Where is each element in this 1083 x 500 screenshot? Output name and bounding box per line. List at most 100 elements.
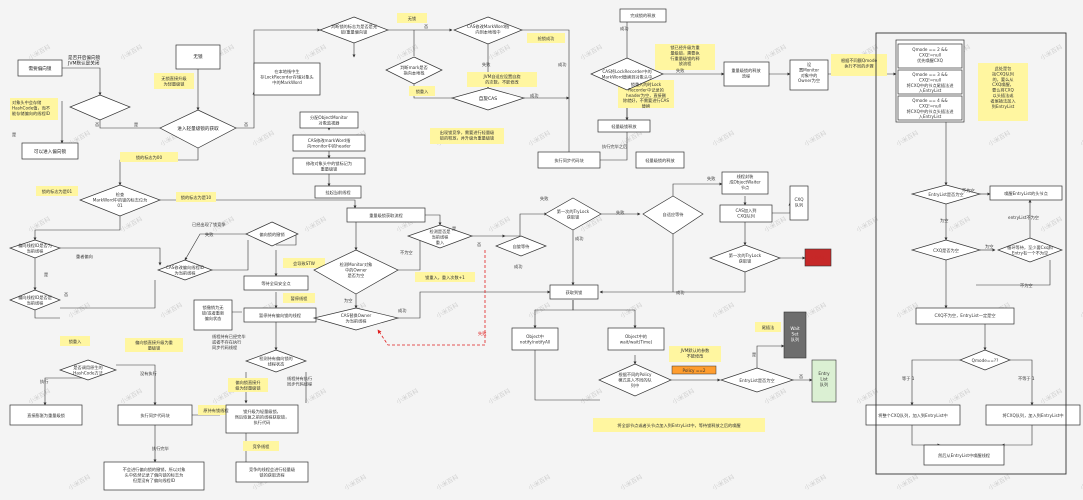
node-check-reentry-line: 检测是否是: [430, 228, 452, 235]
node-check-reentry: 检测是否是当前线程重入: [430, 228, 452, 245]
edge-yes-2: 是: [452, 226, 457, 232]
edge-exec-after: 执行完毕之后: [602, 143, 627, 150]
node-loop-wait-line: Entry有一个不为空: [1012, 249, 1048, 256]
node-policy-value: Policy ==2: [682, 368, 705, 373]
node-qmode4-line: 入EntryList: [919, 114, 942, 119]
node-try-lock-first-line: 第一次的TryLock: [557, 208, 590, 215]
node-release-light: 轻量级锁的释放: [645, 157, 675, 164]
edge-exec-done: 执行完毕: [152, 445, 169, 452]
node-other-case-line: CXQ唤醒，: [992, 81, 1014, 88]
note-hash-line: 能存储偏向的线程ID: [12, 110, 50, 117]
note-stop-world: 会导致STW: [293, 260, 315, 267]
note-record-in-header-line: Recorder中记录的: [628, 86, 664, 93]
watermark-text: 小米百科: [119, 43, 144, 62]
node-wrap-waiter-line: 成ObjectWaiter: [729, 178, 761, 185]
watermark-text: 小米百科: [27, 215, 52, 234]
edge-no-5: 否: [799, 374, 803, 380]
node-cas-markword-line: 向到本地栈中: [475, 28, 500, 35]
node-other-case-line: 到EntryList: [992, 103, 1015, 109]
node-biased-thread-active-line: 偏向线程ID是否是: [18, 294, 53, 301]
node-cas-to-cxq-line: CXQ队列: [737, 212, 754, 219]
node-revoke-note: 不会进行偏向锁的撤销，所以对象头中依然记录了偏向锁的标志为但是没有了偏向线程ID: [123, 466, 186, 484]
edge-success-3: 成功: [620, 25, 628, 32]
node-try-lock-second-line: 获取锁: [739, 257, 752, 264]
node-wait-set-line: 队列: [791, 336, 799, 343]
watermark-text: 小米百科: [527, 473, 552, 492]
process-boxes: [9, 8, 1081, 491]
note-compete-line: 出现锁竞争，需要进行轻量级: [440, 129, 495, 136]
node-store-in-stack-line: 存LockRecorder存储对象头: [260, 73, 313, 80]
edge-yes-1: 是: [134, 122, 139, 128]
watermark-text: 小米百科: [487, 43, 512, 62]
note-biased-reenter-line: 级为轻量级锁: [235, 384, 261, 391]
node-pause-thread: 暂停持有偏向锁的线程: [259, 312, 302, 319]
note-no-lock-upgrade-line: 无锁直接升级: [161, 75, 187, 82]
node-qmode3-line: 入EntryList: [919, 88, 942, 93]
watermark-text: 小米百科: [1079, 473, 1083, 492]
node-compete-again-line: 锁的获取流程: [259, 471, 285, 478]
watermark-text: 小米百科: [579, 387, 604, 406]
watermark-text: 小米百科: [303, 387, 328, 406]
node-check-active: 检测持有偏向锁的线程状态: [259, 355, 293, 367]
edge-not-null-2: 不为空: [962, 187, 975, 194]
node-lock-free-or-revoke: 锁撤销为无锁/或者重新偏向状态: [202, 304, 224, 322]
watermark-text: 小米百科: [763, 387, 788, 406]
edge-biased-hold-line: 同步代码线程: [212, 344, 238, 351]
node-done-lock: 完成锁的释放: [630, 12, 656, 19]
watermark-text: 小米百科: [159, 301, 184, 320]
node-store-in-stack-line: 中的MarkWord: [272, 79, 302, 86]
node-cxq-queue-line: 队列: [795, 201, 803, 208]
node-other-case-line: 括CXQ队列: [992, 70, 1014, 77]
node-other-case-line: 以头插法或: [993, 92, 1015, 99]
edge-success-5: 成功: [575, 235, 583, 242]
watermark-text: 小米百科: [435, 473, 460, 492]
node-revoke-note-line: 不会进行偏向锁的撤销，所以对象: [123, 466, 186, 473]
node-notify-line: Object中: [526, 333, 544, 340]
note-hash-line: HashCode值，而不: [12, 104, 50, 111]
node-can-bias: 可以进入偏向锁: [34, 148, 67, 155]
node-check-self-lock-line: 判断锁的标志为是否是无: [331, 23, 377, 30]
watermark-text: 小米百科: [27, 43, 52, 62]
edge-no-1: 否: [95, 122, 99, 128]
watermark-text: 小米百科: [711, 129, 736, 148]
watermark-text: 小米百科: [1039, 43, 1064, 62]
node-adaptive-spin: 自适应等待: [663, 211, 685, 218]
watermark-text: 小米百科: [1039, 215, 1064, 234]
note-release-heavy: 锁已经升级为重量级锁，需要执行重量级锁的释放流程: [670, 44, 700, 67]
node-modify-owner: 修改对象头中的锁标记为重量级锁: [306, 160, 352, 172]
node-cas-markword: CAS修改MarkWord指向到本地栈中: [467, 23, 509, 35]
node-qmode4-line: 将CXQ中的节点头插法进: [907, 108, 955, 115]
edge-not-null-3: 不为空: [1020, 282, 1033, 289]
note-pause-tag: 暂停线程: [291, 295, 309, 302]
node-alloc-monitor-line: 对象监视器: [319, 119, 341, 126]
node-qmode-choice-line: 执行不同的步骤: [844, 62, 873, 69]
edge-success-4: 成功: [514, 263, 522, 270]
note-release-heavy-line: 行重量级锁的释: [670, 55, 700, 62]
node-lock-free-or-revoke-line: 锁撤销为无: [203, 304, 224, 311]
watermark-text: 小米百科: [671, 387, 696, 406]
watermark-text: 小米百科: [303, 215, 328, 234]
node-biased-thread-active: 偏向线程ID是否是当前线程: [18, 294, 53, 306]
watermark-text: 小米百科: [1039, 387, 1064, 406]
note-bias-upgrade-line: 量级锁: [148, 344, 161, 351]
node-cas-owner-line: CAS替换Owner: [341, 312, 372, 319]
edge-yes-3: 是: [752, 352, 757, 358]
node-other-case-line: 者尾插法加入: [990, 97, 1016, 104]
node-enter-lightweight: 进入轻量级锁的获取: [177, 125, 219, 132]
node-cas-point-monitor: CAS修改markWord指向monitor中的header: [307, 137, 351, 149]
node-check-markword-bias-line: 检查: [116, 191, 125, 198]
edge-yes-4: 是: [44, 272, 49, 278]
note-spin-jvm-line: 的次数，不能修改: [485, 78, 519, 85]
note-no-lock-upgrade-line: 为轻量级锁: [164, 80, 186, 87]
node-check-reentry-line: 当前线程: [432, 233, 450, 240]
